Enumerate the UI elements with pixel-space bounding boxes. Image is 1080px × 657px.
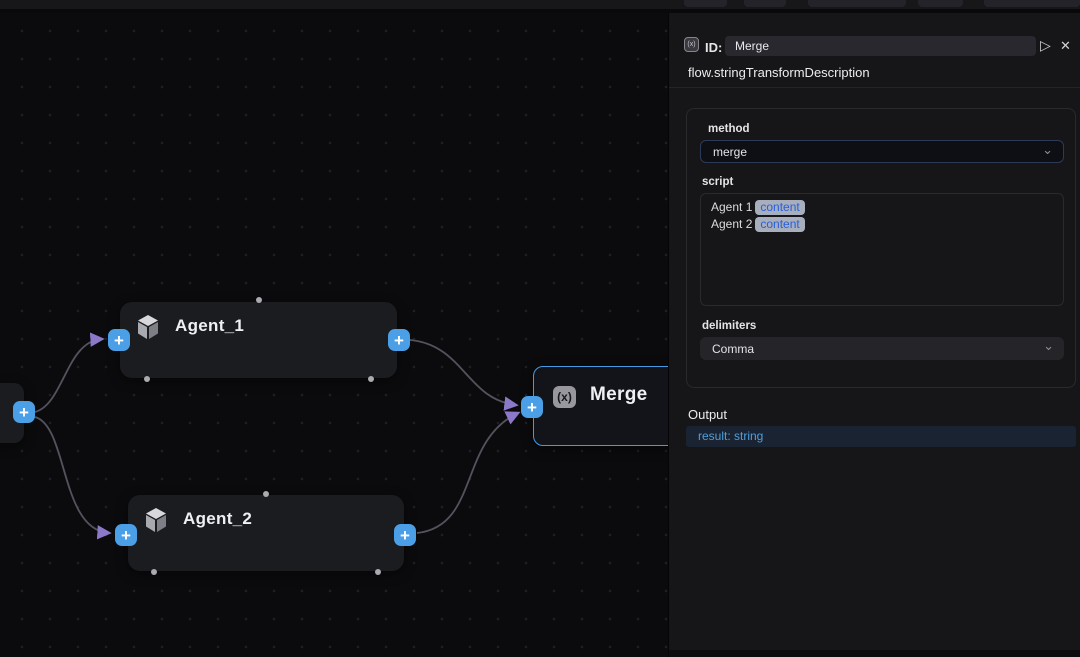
top-toolbar <box>0 0 1080 9</box>
delimiters-label: delimiters <box>702 320 757 332</box>
edge-start-to-agent1 <box>34 332 105 413</box>
content-variable-chip[interactable]: content <box>755 200 805 215</box>
function-badge-icon: (x) <box>684 37 699 52</box>
edge-agent2-to-merge <box>416 411 521 534</box>
delimiters-value: Comma <box>712 341 755 356</box>
node-properties-panel: (x) ID: ▷ ✕ flow.stringTransformDescript… <box>668 13 1080 657</box>
toolbar-separator <box>0 9 1080 13</box>
agent2-input-plus-button[interactable]: + <box>115 524 137 546</box>
connection-handle[interactable] <box>151 569 157 575</box>
toolbar-button-stub[interactable] <box>744 0 786 7</box>
output-section-label: Output <box>688 407 728 422</box>
output-result-row: result: string <box>686 426 1076 447</box>
toolbar-button-stub[interactable] <box>808 0 906 7</box>
method-value: merge <box>713 144 748 159</box>
panel-footer <box>669 650 1080 657</box>
run-node-icon[interactable]: ▷ <box>1040 37 1051 53</box>
method-label: method <box>708 123 750 135</box>
edge-start-to-agent2 <box>34 416 112 540</box>
connection-handle[interactable] <box>144 376 150 382</box>
divider <box>669 87 1080 88</box>
toolbar-button-stub[interactable] <box>984 0 1080 7</box>
connection-handle[interactable] <box>368 376 374 382</box>
agent2-output-plus-button[interactable]: + <box>394 524 416 546</box>
node-agent2[interactable]: Agent_2 + + <box>115 495 416 571</box>
node-title: Agent_2 <box>183 509 253 528</box>
node-description: flow.stringTransformDescription <box>688 65 870 80</box>
id-label: ID: <box>705 40 723 55</box>
function-icon: (x) <box>553 386 576 408</box>
chevron-down-icon: ⌄ <box>1043 338 1054 353</box>
toolbar-button-stub[interactable] <box>918 0 963 7</box>
connection-handle[interactable] <box>263 491 269 497</box>
edge-agent1-to-merge <box>409 339 519 411</box>
content-variable-chip[interactable]: content <box>755 217 805 232</box>
connection-handle[interactable] <box>256 297 262 303</box>
script-text: Agent 1 <box>711 200 753 214</box>
node-agent1[interactable]: Agent_1 + + <box>108 302 410 378</box>
agent1-input-plus-button[interactable]: + <box>108 329 130 351</box>
node-title: Agent_1 <box>175 316 245 335</box>
chevron-down-icon: ⌄ <box>1042 142 1053 157</box>
cube-icon <box>146 508 166 532</box>
node-id-input[interactable] <box>725 36 1036 56</box>
connection-handle[interactable] <box>375 569 381 575</box>
close-panel-icon[interactable]: ✕ <box>1060 38 1071 53</box>
script-label: script <box>702 176 734 188</box>
node-title: Merge <box>590 384 648 405</box>
merge-input-plus-button[interactable]: + <box>521 396 543 418</box>
script-text: Agent 2 <box>711 217 753 231</box>
start-output-plus-button[interactable]: + <box>13 401 35 423</box>
method-select[interactable]: merge ⌄ <box>700 140 1064 163</box>
cube-icon <box>138 315 158 339</box>
agent1-output-plus-button[interactable]: + <box>388 329 410 351</box>
toolbar-button-stub[interactable] <box>684 0 727 7</box>
delimiters-select[interactable]: Comma ⌄ <box>700 337 1064 360</box>
